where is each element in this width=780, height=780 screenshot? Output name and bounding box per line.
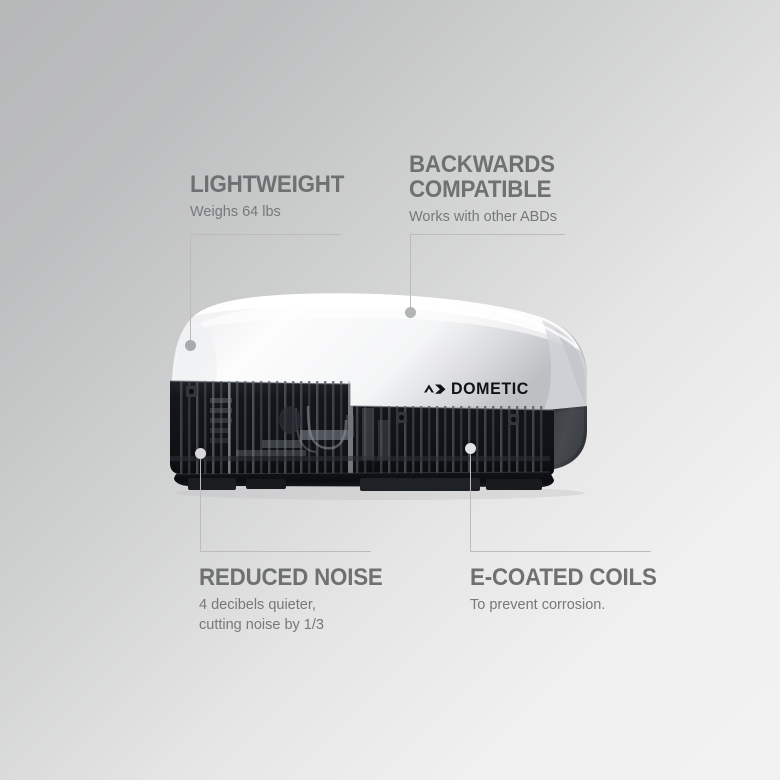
callout-title-e-coated-coils: E-COATED COILS — [470, 564, 657, 591]
double-chevron-icon — [424, 384, 446, 394]
leader-line-reduced-noise-vertical — [200, 456, 201, 552]
callout-subtitle-lightweight: Weighs 64 lbs — [190, 204, 281, 221]
callout-subtitle-backwards-compatible: Works with other ABDs — [409, 209, 558, 226]
callout-reduced-noise: REDUCED NOISE 4 decibels quieter, cuttin… — [199, 565, 396, 635]
callout-marker-reduced-noise — [195, 448, 206, 459]
leader-line-backwards-vertical — [410, 234, 411, 309]
brand-name: DOMETIC — [451, 380, 529, 398]
callout-subtitle-e-coated-coils: To prevent corrosion. — [470, 597, 606, 614]
mounting-foot — [246, 479, 286, 489]
leader-line-lightweight-horizontal — [190, 234, 341, 235]
leader-line-reduced-noise-horizontal — [200, 551, 371, 552]
callout-subtitle-reduced-noise: 4 decibels quieter, cutting noise by 1/3 — [199, 597, 324, 634]
mounting-foot — [360, 478, 480, 491]
product-image-ac-unit — [150, 280, 610, 505]
brand-logo: DOMETIC — [424, 380, 531, 399]
leader-line-ecoated-horizontal — [470, 551, 651, 552]
leader-line-ecoated-vertical — [470, 450, 471, 552]
callout-lightweight: LIGHTWEIGHT Weighs 64 lbs — [190, 172, 356, 222]
mounting-foot — [486, 479, 542, 490]
mounting-foot — [188, 478, 236, 490]
callout-backwards-compatible: BACKWARDS COMPATIBLE Works with other AB… — [409, 152, 566, 227]
callout-marker-backwards-compatible — [405, 307, 416, 318]
grille-housing — [170, 381, 554, 476]
leader-line-backwards-horizontal — [410, 234, 565, 235]
callout-title-reduced-noise: REDUCED NOISE — [199, 564, 383, 591]
grille-slats — [170, 381, 550, 476]
callout-marker-lightweight — [185, 340, 196, 351]
callout-e-coated-coils: E-COATED COILS To prevent corrosion. — [470, 565, 671, 615]
callout-title-lightweight: LIGHTWEIGHT — [190, 171, 345, 198]
callout-marker-e-coated-coils — [465, 443, 476, 454]
callout-title-backwards-compatible: BACKWARDS COMPATIBLE — [409, 151, 555, 204]
leader-line-lightweight-vertical — [190, 234, 191, 342]
